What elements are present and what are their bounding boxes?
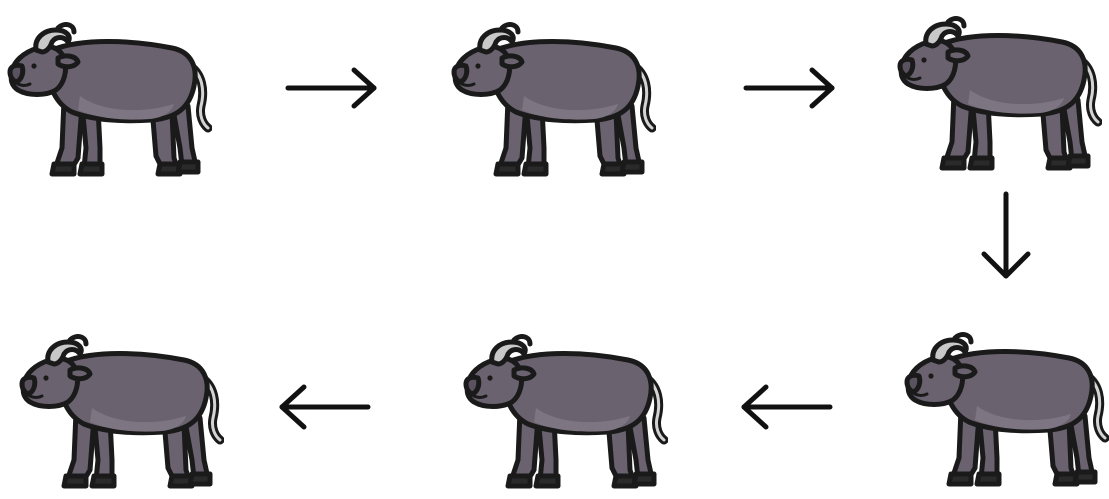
- buffalo-node-4: [899, 318, 1109, 493]
- buffalo-node-1: [2, 8, 212, 183]
- water-buffalo-icon: [2, 8, 212, 183]
- arrow-right-2: [742, 66, 838, 110]
- arrow-left-2: [276, 382, 372, 432]
- arrow-right-1: [284, 66, 380, 110]
- buffalo-node-6: [14, 320, 224, 495]
- buffalo-node-5: [458, 320, 668, 495]
- arrow-down: [976, 190, 1036, 282]
- water-buffalo-icon: [899, 318, 1109, 493]
- buffalo-node-2: [446, 8, 656, 183]
- water-buffalo-icon: [892, 2, 1102, 177]
- water-buffalo-icon: [14, 320, 224, 495]
- arrow-left-1: [738, 382, 834, 432]
- water-buffalo-icon: [446, 8, 656, 183]
- water-buffalo-icon: [458, 320, 668, 495]
- buffalo-node-3: [892, 2, 1102, 177]
